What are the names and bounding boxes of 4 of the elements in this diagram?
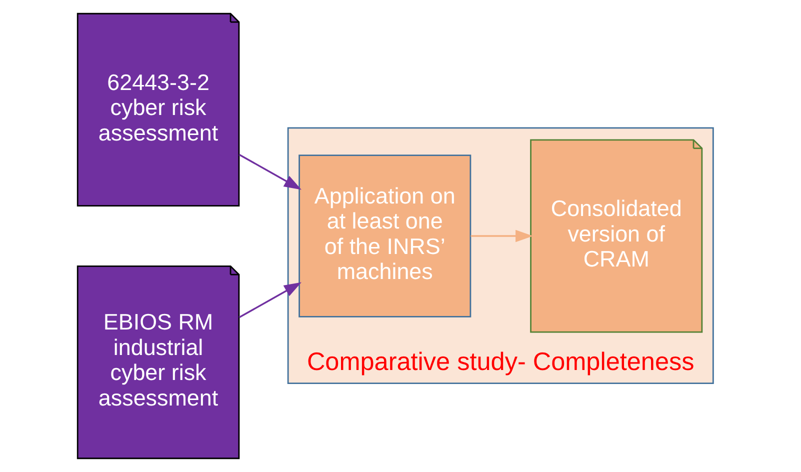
node-box: Application on at least one of the INRS’ machines: [298, 154, 471, 318]
arrow: [238, 282, 301, 318]
arrow: [238, 154, 301, 190]
arrow: [470, 230, 532, 242]
